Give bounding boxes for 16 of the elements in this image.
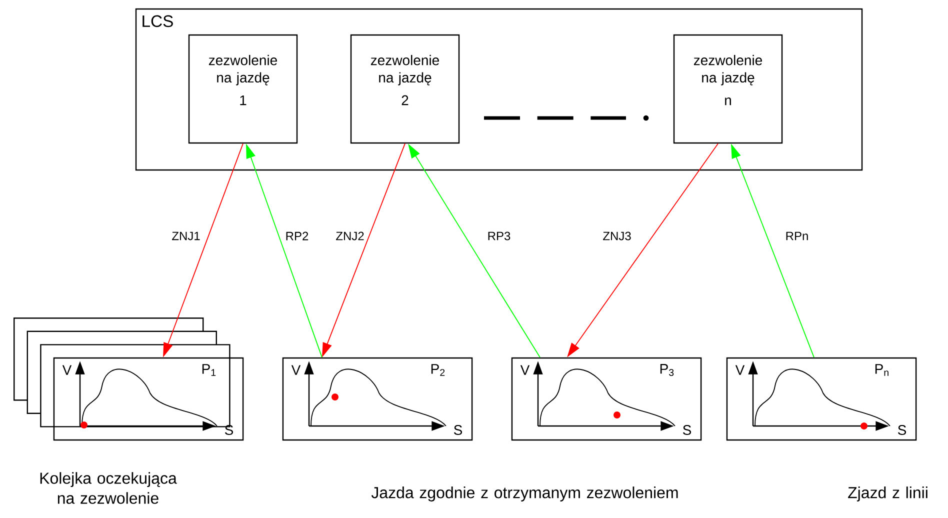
caption-text: Kolejka oczekująca na zezwolenie: [40, 472, 177, 504]
chart-box: V P$_{n}$ S: [726, 357, 917, 441]
edge-label: RP2: [284, 230, 310, 242]
permit-box: zezwolenie na jazdę 1: [188, 34, 298, 144]
edge-label: ZNJ3: [601, 230, 633, 242]
permit-box: zezwolenie na jazdę n: [673, 34, 783, 144]
caption-text: Zjazd z linii: [848, 486, 928, 502]
permit-box: zezwolenie na jazdę 2: [350, 34, 460, 144]
edge-label: RP3: [486, 230, 512, 242]
chart-box: V P$_{2}$ S: [282, 357, 473, 441]
edge-label: ZNJ1: [170, 230, 202, 242]
chart-box: V P$_{3}$ S: [511, 357, 702, 441]
edge-label: ZNJ2: [334, 230, 366, 242]
edge-label: RPn: [784, 230, 810, 242]
caption-text: Jazda zgodnie z otrzymanym zezwoleniem: [371, 486, 678, 502]
chart-box: V P$_{1}$ S: [53, 357, 244, 441]
